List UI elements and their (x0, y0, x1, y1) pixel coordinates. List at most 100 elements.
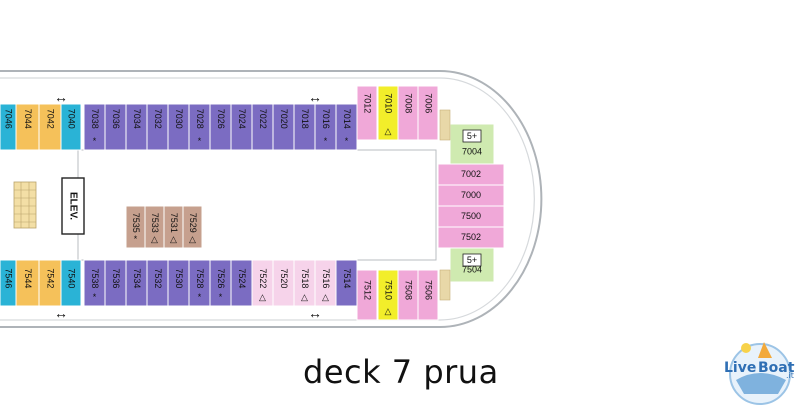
cabin-7044[interactable]: 7044 (15, 103, 40, 151)
cabin-7030[interactable]: 7030 (167, 103, 190, 151)
cabin-number: 7502 (461, 232, 481, 242)
cabin-number: 7034 (132, 109, 142, 129)
cabin-7006[interactable]: 7006 (417, 85, 439, 141)
cabin-number: 7526 (216, 268, 226, 288)
cabin-number: 7010 (384, 93, 394, 113)
cabin-7520[interactable]: 7520 (272, 259, 295, 307)
cabin-number: 7533 (150, 213, 160, 233)
cabin-7540[interactable]: 7540 (60, 259, 82, 307)
cabin-7544[interactable]: 7544 (15, 259, 40, 307)
cabin-number: 7500 (461, 211, 481, 221)
logo-text-boat: Boat (758, 360, 795, 376)
cabin-7506[interactable]: 7506 (417, 269, 439, 321)
mark-asterisk: * (219, 292, 223, 302)
cabin-7038[interactable]: 7038 * (83, 103, 106, 151)
lifeboat-marker-bottom (439, 269, 451, 301)
cabin-number: 7531 (169, 213, 179, 233)
cabin-7036[interactable]: 7036 (104, 103, 127, 151)
cabin-7508[interactable]: 7508 (397, 269, 419, 321)
cabin-number: 7510 (384, 280, 394, 300)
cabin-7034[interactable]: 7034 (125, 103, 148, 151)
elevator-label: ELEV. (67, 192, 78, 220)
cabin-number: 7030 (174, 109, 184, 129)
cabin-number: 7016 (321, 109, 331, 129)
cabin-7028[interactable]: 7028* (188, 103, 211, 151)
cabin-number: 7008 (404, 93, 414, 113)
badge-text: 5+ (467, 255, 477, 265)
cabin-7502[interactable]: 7502 (437, 226, 505, 249)
badge-box (462, 253, 482, 267)
cabin-7010[interactable]: 7010△ (377, 85, 399, 141)
cabin-7002[interactable]: 7002 (437, 163, 505, 186)
cabin-number: 7508 (404, 280, 414, 300)
cabin-7529[interactable]: 7529△ (182, 205, 203, 249)
cabin-7534[interactable]: 7534 (125, 259, 148, 307)
cabin-7016[interactable]: 7016 * (314, 103, 337, 151)
cabin-7524[interactable]: 7524 (230, 259, 253, 307)
cabin-7042[interactable]: 7042↔ (38, 89, 68, 151)
cabin-7522[interactable]: 7522△ (251, 259, 274, 307)
cabin-7532[interactable]: 7532 (146, 259, 169, 307)
cabin-7535[interactable]: 7535* (125, 205, 146, 249)
cabin-7012[interactable]: 7012 (356, 85, 378, 141)
cabin-number: 7046 (4, 109, 14, 129)
cabin-7516[interactable]: 7516△ (314, 259, 337, 307)
cabin-number: 7538 (90, 268, 100, 288)
badge-text: 5+ (467, 131, 477, 141)
cabin-7032[interactable]: 7032 (146, 103, 169, 151)
mark-asterisk: * (93, 136, 97, 146)
cabin-7020[interactable]: 7020 (272, 103, 295, 151)
cabin-7546[interactable]: 7546 (0, 259, 17, 307)
cabin-7533[interactable]: 7533△ (144, 205, 165, 249)
cabin-7046[interactable]: 7046 (0, 103, 17, 151)
stair-lines (14, 182, 36, 228)
cabin-number: 7020 (279, 109, 289, 129)
cabin-number: 7530 (174, 268, 184, 288)
deck-title: deck 7 prua (303, 353, 499, 391)
cabin-7531[interactable]: 7531△ (163, 205, 184, 249)
cabin-7528[interactable]: 7528* (188, 259, 211, 307)
badge-box (462, 129, 482, 143)
mark-triangle: △ (301, 292, 308, 302)
cabin-number: 7038 (90, 109, 100, 129)
cabin-7040[interactable]: 7040 (60, 103, 82, 151)
cabin-7538[interactable]: 7538 * (83, 259, 106, 307)
cabin-number: 7000 (461, 190, 481, 200)
cabin-number: 7528 (195, 268, 205, 288)
cabin-fill (417, 85, 439, 141)
mark-asterisk: * (345, 136, 349, 146)
cabin-7518[interactable]: 7518△↔ (293, 259, 322, 321)
cabin-7024[interactable]: 7024 (230, 103, 253, 151)
cabin-7536[interactable]: 7536 (104, 259, 127, 307)
liveboat-logo: Live Boat .it (724, 342, 795, 405)
cabin-7512[interactable]: 7512 (356, 269, 378, 321)
lifeboat-marker-top (439, 109, 451, 141)
cabin-number: 7006 (424, 93, 434, 113)
cabin-7014[interactable]: 7014* (335, 103, 358, 151)
mark-triangle: △ (322, 292, 329, 302)
cabin-number: 7040 (67, 109, 77, 129)
cabin-number: 7032 (153, 109, 163, 129)
cabin-7000[interactable]: 7000 (437, 184, 505, 207)
cabin-7500[interactable]: 7500 (437, 205, 505, 228)
cabin-number: 7004 (462, 146, 482, 156)
mark-triangle: △ (170, 234, 177, 244)
cabin-number: 7504 (462, 264, 482, 274)
cabin-7530[interactable]: 7530 (167, 259, 190, 307)
cabin-7526[interactable]: 7526 * (209, 259, 232, 307)
cabin-7004[interactable]: 7004 5+ (449, 123, 495, 165)
mark-asterisk: * (324, 136, 328, 146)
cabin-7510[interactable]: 7510△ (377, 269, 399, 321)
cabin-7008[interactable]: 7008 (397, 85, 419, 141)
cabin-7542[interactable]: 7542↔ (38, 259, 68, 321)
cabin-7026[interactable]: 7026 (209, 103, 232, 151)
connecting-arrow-icon: ↔ (308, 305, 322, 321)
cabin-7514[interactable]: 7514 (335, 259, 358, 307)
cabin-7018[interactable]: 7018↔ (293, 89, 322, 151)
cabin-number: 7535 (131, 213, 141, 233)
mark-asterisk: * (93, 292, 97, 302)
cabin-7022[interactable]: 7022 (251, 103, 274, 151)
cabin-number: 7024 (237, 109, 247, 129)
